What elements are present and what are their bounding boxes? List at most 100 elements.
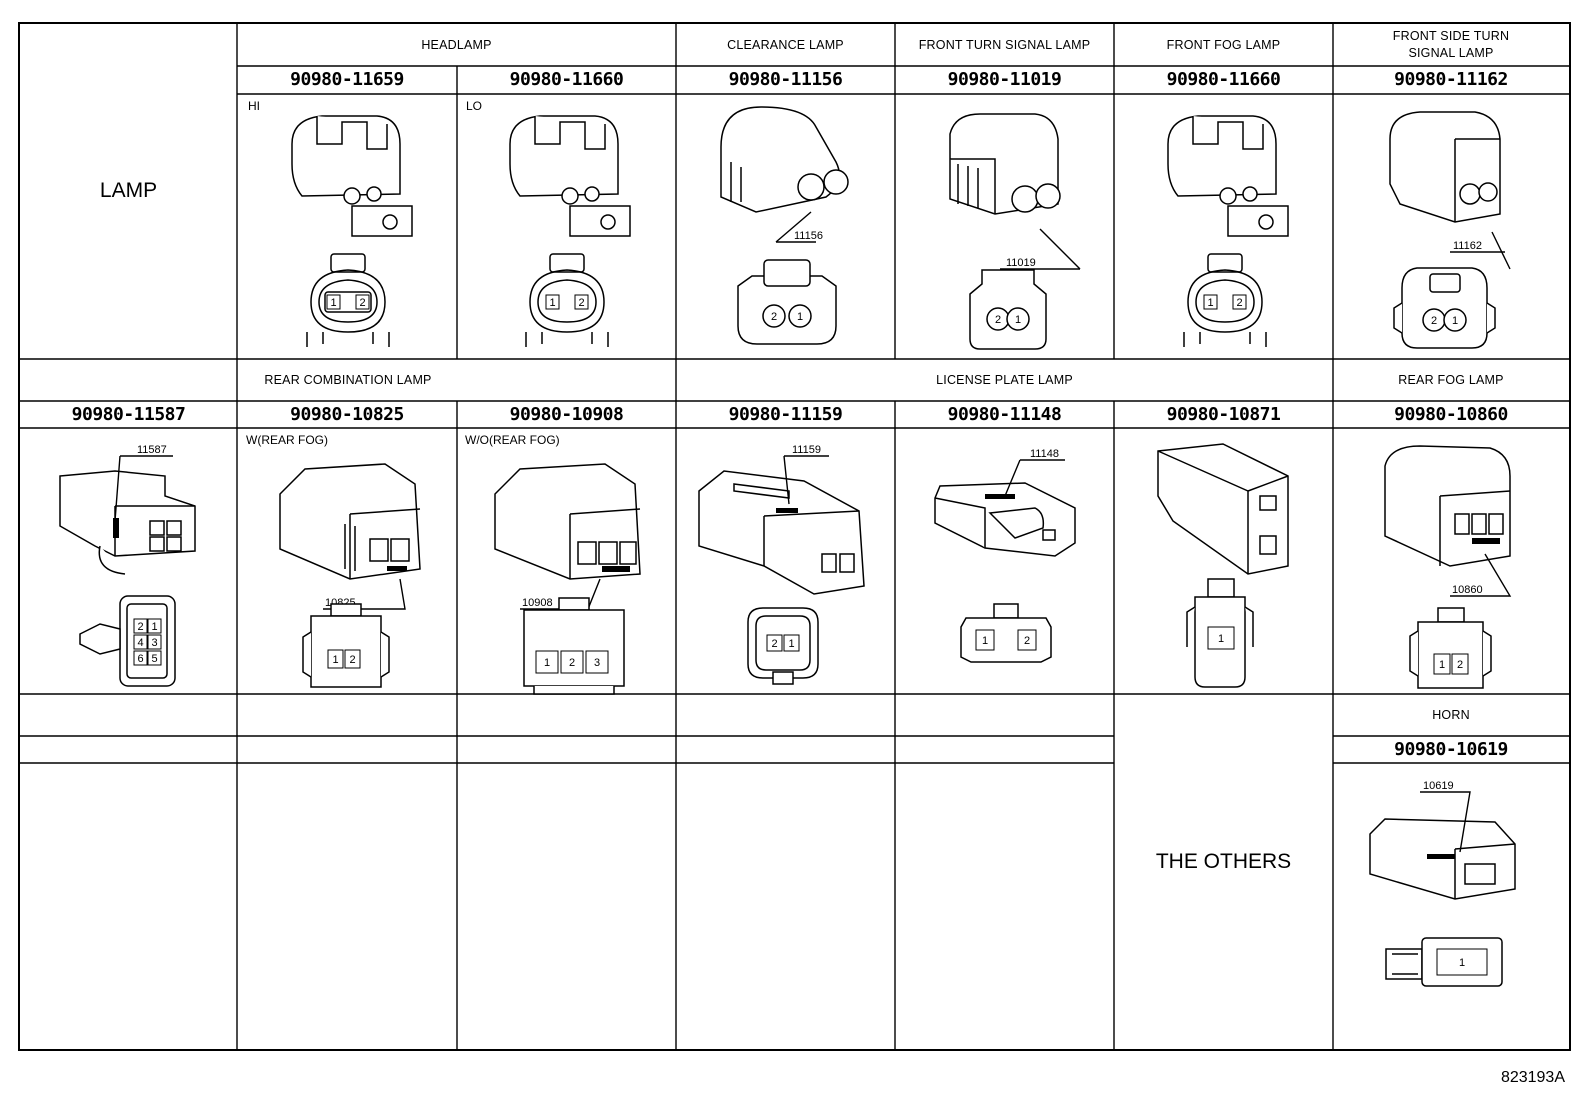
part-number: 90980-11660: [1166, 69, 1281, 90]
callout-label: 11019: [1006, 257, 1036, 269]
pin-label: 1: [1439, 659, 1445, 671]
grid-lines: [20, 24, 1569, 1049]
pin-label: 1: [549, 297, 555, 309]
header-license-plate-lamp: LICENSE PLATE LAMP: [936, 373, 1073, 387]
callout-label: 10619: [1423, 780, 1454, 792]
pin-label: 2: [578, 297, 584, 309]
callout-label: 11587: [137, 444, 167, 456]
variant-label-with-rear-fog: W(REAR FOG): [246, 433, 328, 447]
connector-face-drawing: 1: [1382, 934, 1512, 989]
part-number: 90980-11148: [947, 404, 1062, 425]
pin-label: 2: [137, 621, 143, 633]
pin-label: 2: [771, 638, 777, 650]
lamp-section-title: LAMP: [99, 179, 158, 202]
pin-label: 1: [330, 297, 336, 309]
part-number: 90980-11156: [728, 69, 843, 90]
connector-3d-drawing: [500, 104, 640, 234]
pin-label: 1: [332, 654, 338, 666]
callout-label: 11156: [794, 230, 823, 242]
header-headlamp: HEADLAMP: [421, 38, 492, 52]
callout-label: 10860: [1452, 584, 1483, 596]
pin-label: 2: [569, 657, 575, 669]
pin-label: 1: [982, 635, 988, 647]
connector-face-drawing: 2 1: [960, 264, 1055, 354]
connector-face-drawing: 1 2: [956, 602, 1056, 672]
pin-label: 2: [771, 311, 777, 323]
callout-label: 11159: [792, 444, 821, 456]
variant-label-without-rear-fog: W/O(REAR FOG): [465, 433, 560, 447]
pin-label: 5: [151, 653, 157, 665]
connector-face-drawing: 1 2: [301, 602, 391, 692]
connector-3d-drawing: 11148: [925, 448, 1085, 568]
pin-label: 1: [1015, 314, 1021, 326]
pin-label: 1: [788, 638, 794, 650]
header-horn: HORN: [1432, 708, 1470, 722]
part-number: 90980-11159: [728, 404, 843, 425]
pin-label: 2: [1457, 659, 1463, 671]
connector-3d-drawing: 10825: [275, 454, 435, 604]
connector-face-drawing: 1 2: [1408, 606, 1493, 696]
part-number: 90980-11019: [947, 69, 1062, 90]
drawing-reference-number: 823193A: [1500, 1069, 1565, 1086]
part-number: 90980-10825: [290, 404, 404, 425]
connector-3d-drawing: [1148, 436, 1308, 586]
callout-label: 10908: [522, 597, 553, 609]
pin-label: 2: [995, 314, 1001, 326]
header-front-fog-lamp: FRONT FOG LAMP: [1166, 38, 1281, 52]
connector-face-drawing: 1 2 3: [514, 596, 634, 696]
connector-face-drawing: 1 2: [1180, 252, 1270, 352]
connector-3d-drawing: [1158, 104, 1298, 234]
connector-3d-drawing: 11019: [940, 104, 1090, 254]
part-number: 90980-10908: [509, 404, 624, 425]
pin-label: 4: [137, 637, 143, 649]
connector-face-drawing: 1 2: [303, 252, 393, 352]
connector-table: LAMP HEADLAMP CLEARANCE LAMP FRONT TURN …: [18, 22, 1571, 1051]
pin-label: 3: [594, 657, 600, 669]
header-clearance-lamp: CLEARANCE LAMP: [727, 38, 844, 52]
pin-label: 1: [1207, 297, 1213, 309]
part-number: 90980-11587: [71, 404, 186, 425]
connector-3d-drawing: 11159: [694, 444, 874, 606]
connector-face-drawing: 2 1 4 3 6 5: [75, 594, 190, 689]
connector-3d-drawing: 10860: [1380, 436, 1530, 596]
the-others-label: THE OTHERS: [1155, 850, 1292, 873]
pin-label: 1: [1459, 957, 1465, 969]
pin-label: 2: [349, 654, 355, 666]
pin-label: 6: [137, 653, 143, 665]
part-number: 90980-10860: [1394, 404, 1508, 425]
part-number: 90980-11660: [509, 69, 624, 90]
connector-3d-drawing: 11156: [716, 102, 866, 252]
connector-3d-drawing: 10908: [490, 454, 650, 604]
header-rear-fog-lamp: REAR FOG LAMP: [1398, 373, 1504, 387]
pin-label: 2: [1431, 315, 1437, 327]
pin-label: 1: [544, 657, 550, 669]
callout-label: 11162: [1453, 240, 1482, 252]
pin-label: 1: [1452, 315, 1458, 327]
header-front-turn-signal-lamp: FRONT TURN SIGNAL LAMP: [918, 38, 1091, 52]
connector-3d-drawing: 10619: [1365, 780, 1535, 914]
connector-3d-drawing: [282, 104, 422, 234]
connector-face-drawing: 1: [1183, 577, 1258, 692]
part-number: 90980-10619: [1394, 739, 1508, 760]
pin-label: 1: [1218, 633, 1224, 645]
part-number: 90980-10871: [1166, 404, 1281, 425]
part-number: 90980-11162: [1394, 69, 1508, 90]
pin-label: 3: [151, 637, 157, 649]
variant-label-hi: HI: [248, 99, 260, 113]
callout-label: 11148: [1030, 448, 1059, 460]
pin-label: 2: [359, 297, 365, 309]
connector-3d-drawing: 11162: [1380, 104, 1520, 249]
connector-face-drawing: 1 2: [522, 252, 612, 352]
part-number: 90980-11659: [290, 69, 404, 90]
connector-face-drawing: 2 1: [738, 602, 828, 687]
pin-label: 2: [1236, 297, 1242, 309]
variant-label-lo: LO: [466, 99, 483, 113]
connector-3d-drawing: 11587: [55, 444, 215, 586]
connector-face-drawing: 2 1: [1392, 258, 1497, 353]
connector-face-drawing: 2 1: [732, 256, 842, 351]
pin-label: 2: [1024, 635, 1030, 647]
pin-label: 1: [151, 621, 157, 633]
header-rear-combination-lamp: REAR COMBINATION LAMP: [264, 373, 432, 387]
pin-label: 1: [797, 311, 803, 323]
header-front-side-turn-signal-lamp: FRONT SIDE TURN SIGNAL LAMP: [1392, 29, 1510, 60]
